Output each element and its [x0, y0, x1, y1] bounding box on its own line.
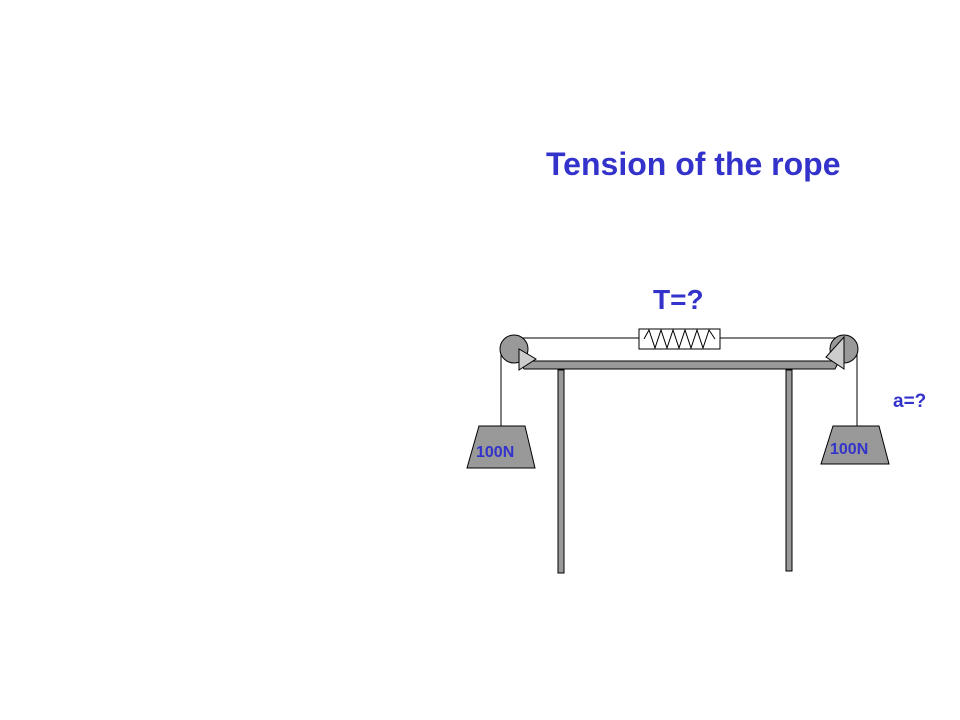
tension-label: T=?	[653, 284, 704, 315]
weight-right	[820, 425, 890, 465]
pulley-left-bracket	[518, 348, 537, 371]
weight-left	[466, 425, 536, 469]
pulley-right	[825, 334, 859, 370]
pulley-right-bracket	[825, 335, 845, 370]
acceleration-label: a=?	[893, 391, 927, 412]
table-leg-right	[785, 369, 793, 572]
pulley-left	[499, 334, 537, 371]
weight-left-label: 100N	[476, 444, 515, 461]
spring-scale	[638, 328, 721, 350]
table-top	[519, 360, 840, 370]
weight-right-label: 100N	[830, 441, 869, 458]
spring-icon	[643, 328, 716, 350]
table-leg-left	[557, 369, 565, 574]
diagram-title: Tension of the rope	[546, 146, 841, 182]
